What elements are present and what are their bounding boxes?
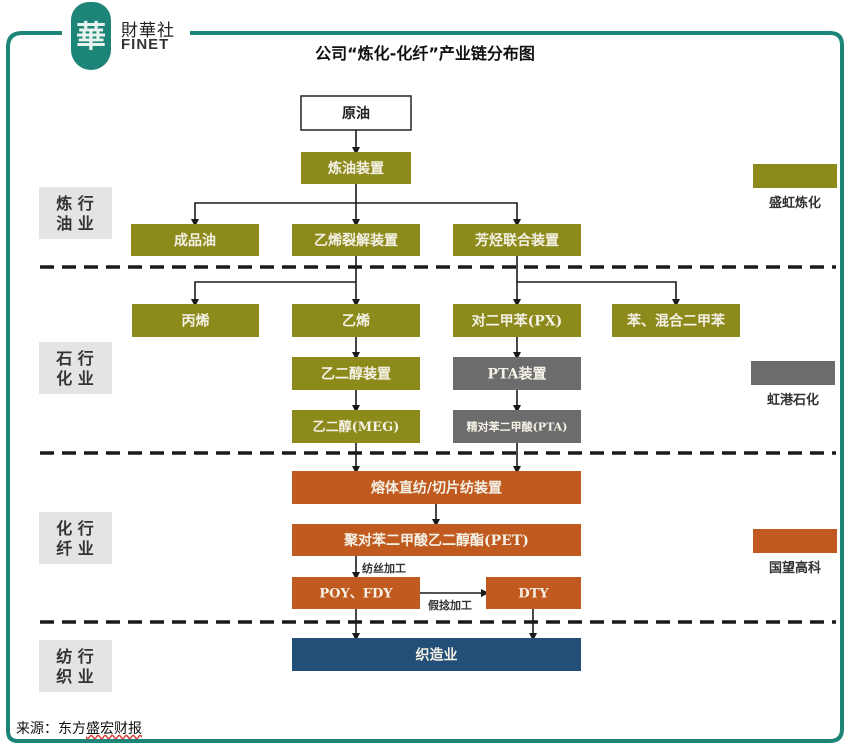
legend-label: 国望高科 (769, 560, 821, 576)
sector-label-bg (39, 512, 112, 564)
legend-swatch (751, 361, 835, 385)
node-meg-unit: 乙二醇装置 (292, 357, 420, 390)
node-box (132, 304, 259, 337)
node-spinning: 熔体直纺/切片纺装置 (292, 471, 581, 504)
node-label: 丙烯 (182, 313, 210, 330)
node-label: 成品油 (174, 232, 216, 249)
node-box (301, 152, 411, 184)
legend-item: 国望高科 (753, 529, 837, 576)
node-poy-fdy: POY、FDY (292, 577, 420, 609)
sector-label-bg (39, 342, 112, 394)
node-label: 织造业 (416, 647, 458, 664)
sector-label-line1: 石 行 (55, 349, 94, 368)
node-box (131, 224, 259, 256)
node-label: 对二甲苯(PX) (472, 313, 563, 330)
node-box (292, 524, 581, 556)
node-crude: 原油 (300, 95, 412, 131)
node-label: 炼油装置 (328, 160, 384, 177)
node-box (292, 357, 420, 390)
node-pet: 聚对苯二甲酸乙二醇酯(PET) (292, 524, 581, 556)
node-label: 乙烯裂解装置 (314, 232, 398, 249)
node-dty: DTY (486, 577, 581, 609)
node-box (612, 304, 740, 337)
legend-swatch (753, 164, 837, 188)
node-box (453, 357, 581, 390)
edge-label-spinning: 纺丝加工 (362, 561, 406, 575)
sector-label: 石 行化 业 (39, 342, 112, 394)
node-label: 原油 (342, 105, 370, 122)
logo-glyph: 華 (76, 20, 106, 55)
node-label: 乙二醇(MEG) (313, 419, 400, 435)
frame-border (6, 31, 844, 743)
logo-name-cn: 財華社 (121, 21, 175, 41)
node-box (292, 638, 581, 671)
node-refined-oil: 成品油 (131, 224, 259, 256)
node-label: PTA装置 (487, 366, 546, 383)
node-pta: 精对苯二甲酸(PTA) (453, 410, 581, 443)
sector-label: 炼 行油 业 (39, 187, 112, 239)
node-box (300, 95, 412, 131)
node-box (453, 410, 581, 443)
node-label: 聚对苯二甲酸乙二醇酯(PET) (343, 532, 529, 549)
legend-item: 虹港石化 (751, 361, 835, 408)
flow-arrow (191, 202, 356, 227)
legend-item: 盛虹炼化 (753, 164, 837, 211)
sector-label-line1: 炼 行 (56, 194, 94, 213)
node-label: 精对苯二甲酸(PTA) (467, 419, 568, 433)
sector-label-line1: 纺 行 (56, 647, 94, 666)
source-note: 来源：东方盛宏财报 (16, 718, 142, 738)
flow-arrow (356, 202, 521, 227)
node-propylene: 丙烯 (132, 304, 259, 337)
node-box (292, 410, 420, 443)
node-box (486, 577, 581, 609)
sector-label-line2: 油 业 (56, 214, 94, 233)
node-benzene-xylene: 苯、混合二甲苯 (612, 304, 740, 337)
sector-label: 纺 行织 业 (39, 640, 112, 692)
sector-label-bg (39, 187, 112, 239)
node-px: 对二甲苯(PX) (453, 304, 581, 337)
node-ethylene-cracker: 乙烯裂解装置 (292, 224, 420, 256)
sector-label-line1: 化 行 (56, 519, 94, 538)
flow-arrow (191, 281, 356, 307)
node-box (292, 577, 420, 609)
node-label: 芳烃联合装置 (475, 232, 559, 249)
node-label: 苯、混合二甲苯 (626, 313, 726, 330)
finet-logo-badge: 華 (71, 2, 111, 70)
sector-label-line2: 纤 业 (56, 539, 94, 558)
node-label: POY、FDY (319, 587, 393, 602)
node-box (292, 304, 420, 337)
node-refinery: 炼油装置 (301, 152, 411, 184)
node-pta-unit: PTA装置 (453, 357, 581, 390)
node-label: 熔体直纺/切片纺装置 (371, 480, 502, 497)
sector-label-line2: 化 业 (56, 369, 94, 388)
node-aromatics: 芳烃联合装置 (453, 224, 581, 256)
node-label: DTY (518, 587, 549, 602)
node-box (453, 304, 581, 337)
node-box (292, 471, 581, 504)
diagram-title: 公司“炼化-化纤”产业链分布图 (315, 44, 535, 63)
sector-label-bg (39, 640, 112, 692)
node-weaving: 织造业 (292, 638, 581, 671)
legend-swatch (753, 529, 837, 553)
flow-arrow (517, 281, 680, 307)
node-ethylene: 乙烯 (292, 304, 420, 337)
legend-label: 盛虹炼化 (769, 195, 821, 211)
source-prefix: 来源：东方 (16, 721, 86, 737)
node-label: 乙烯 (342, 313, 370, 330)
legend-label: 虹港石化 (767, 392, 819, 408)
sector-label: 化 行纤 业 (39, 512, 112, 564)
node-meg: 乙二醇(MEG) (292, 410, 420, 443)
edge-label-texturing: 假捻加工 (428, 598, 472, 612)
sector-label-line2: 织 业 (56, 667, 94, 686)
node-label: 乙二醇装置 (321, 366, 391, 383)
node-box (453, 224, 581, 256)
logo-name-en: FINET (121, 36, 170, 53)
source-underlined: 盛宏财报 (86, 721, 142, 737)
node-box (292, 224, 420, 256)
